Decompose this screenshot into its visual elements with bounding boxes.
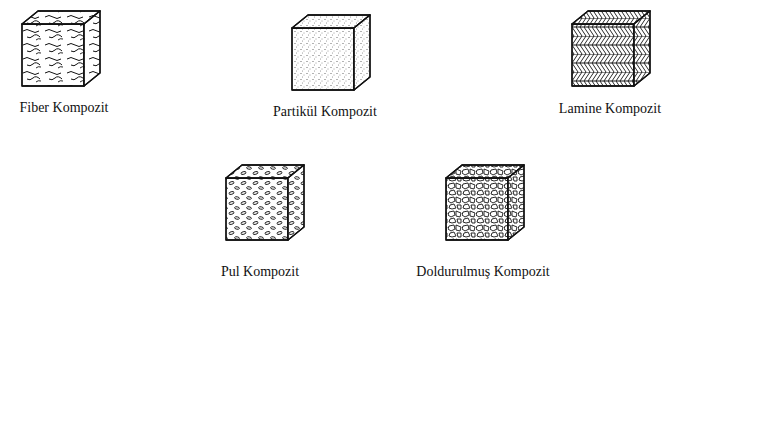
cube-face <box>572 24 634 86</box>
cube-face <box>508 165 524 240</box>
cube-face <box>84 11 100 86</box>
cube-face <box>446 178 508 240</box>
cube-face <box>226 178 288 240</box>
cube-face <box>354 15 370 90</box>
cube-face <box>226 178 288 240</box>
cube-face <box>508 165 524 240</box>
cube-face <box>634 11 650 86</box>
cube-face <box>446 178 508 240</box>
cube-face <box>292 28 354 90</box>
composite-label: Partikül Kompozit <box>273 104 377 120</box>
composite-label: Doldurulmuş Kompozit <box>416 264 549 280</box>
cube-face <box>288 165 304 240</box>
cube-face <box>292 28 354 90</box>
cube-face <box>288 165 304 240</box>
cube-face <box>22 24 84 86</box>
cube-face <box>354 15 370 90</box>
cube-face <box>634 11 650 86</box>
composite-label: Lamine Kompozit <box>559 101 661 117</box>
cube-face <box>84 11 100 86</box>
cube-face <box>22 24 84 86</box>
composite-label: Fiber Kompozit <box>19 100 108 116</box>
composite-label: Pul Kompozit <box>221 264 299 280</box>
cube-face <box>572 24 634 86</box>
